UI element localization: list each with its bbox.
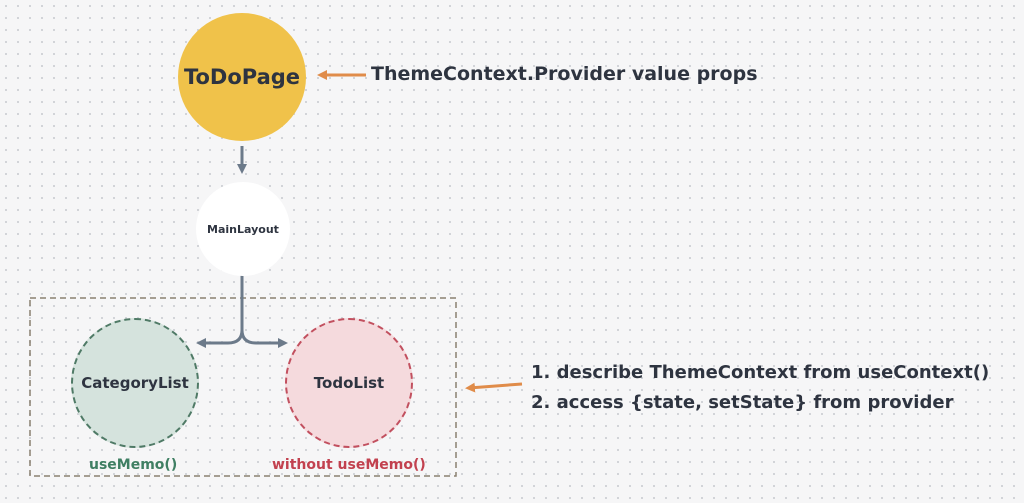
edge-mainlayout-todolist — [240, 329, 288, 348]
notes-list: 1. describe ThemeContext from useContext… — [531, 358, 989, 418]
annotation-arrow-notes — [465, 382, 523, 393]
note-item: 1. describe ThemeContext from useContext… — [531, 362, 990, 383]
todolist-caption: without useMemo() — [272, 457, 426, 473]
categorylist-caption: useMemo() — [89, 457, 178, 473]
note-item: 2. access {state, setState} from provide… — [531, 392, 954, 413]
node-todopage: ToDoPage — [178, 13, 306, 141]
provider-annotation: ThemeContext.Provider value props — [371, 63, 758, 85]
node-categorylist: CategoryList — [71, 318, 199, 448]
node-todolist: TodoList — [285, 318, 413, 448]
node-mainlayout: MainLayout — [196, 182, 290, 276]
edge-mainlayout-categorylist — [196, 329, 244, 348]
node-todopage-label: ToDoPage — [183, 65, 301, 89]
node-mainlayout-label: MainLayout — [207, 222, 279, 236]
node-todolist-label: TodoList — [313, 374, 385, 392]
node-categorylist-label: CategoryList — [81, 374, 189, 392]
